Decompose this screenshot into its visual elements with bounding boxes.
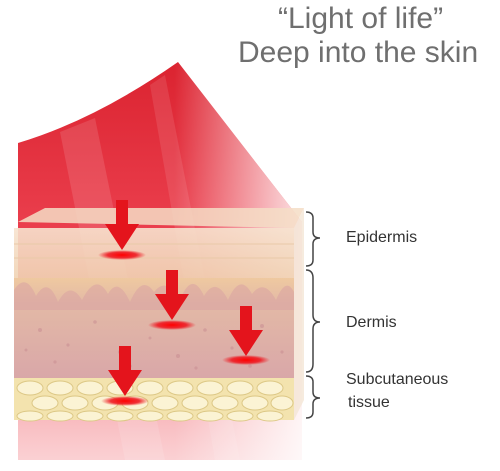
epidermis-top-face (18, 208, 304, 228)
glow-dermis-1 (148, 320, 196, 330)
epidermis-label: Epidermis (346, 229, 418, 246)
skin-side-face (294, 208, 304, 420)
bracket-icon (305, 269, 321, 373)
bracket-icon (305, 211, 321, 267)
dermis-texture (24, 320, 284, 370)
subcutaneous-label-line1: Subcutaneous (346, 371, 449, 388)
epidermis-layer (14, 228, 294, 280)
skin-block (14, 208, 304, 422)
subcutaneous-label-line2: tissue (348, 394, 390, 411)
title-line-1: “Light of life” (278, 2, 444, 35)
down-arrow-icon (108, 346, 142, 396)
down-arrow-icon (105, 200, 139, 250)
down-arrow-icon (229, 306, 263, 356)
bracket-icon (305, 375, 321, 419)
glow-epidermis (98, 250, 146, 260)
dermis-papillae (14, 282, 294, 310)
glow-subcutaneous (101, 396, 149, 406)
glow-dermis-2 (222, 355, 270, 365)
light-glows (98, 250, 270, 406)
fat-cells (16, 380, 294, 422)
down-arrow-icon (155, 270, 189, 320)
dermis-label: Dermis (346, 314, 397, 331)
title-line-2: Deep into the skin (238, 36, 479, 69)
